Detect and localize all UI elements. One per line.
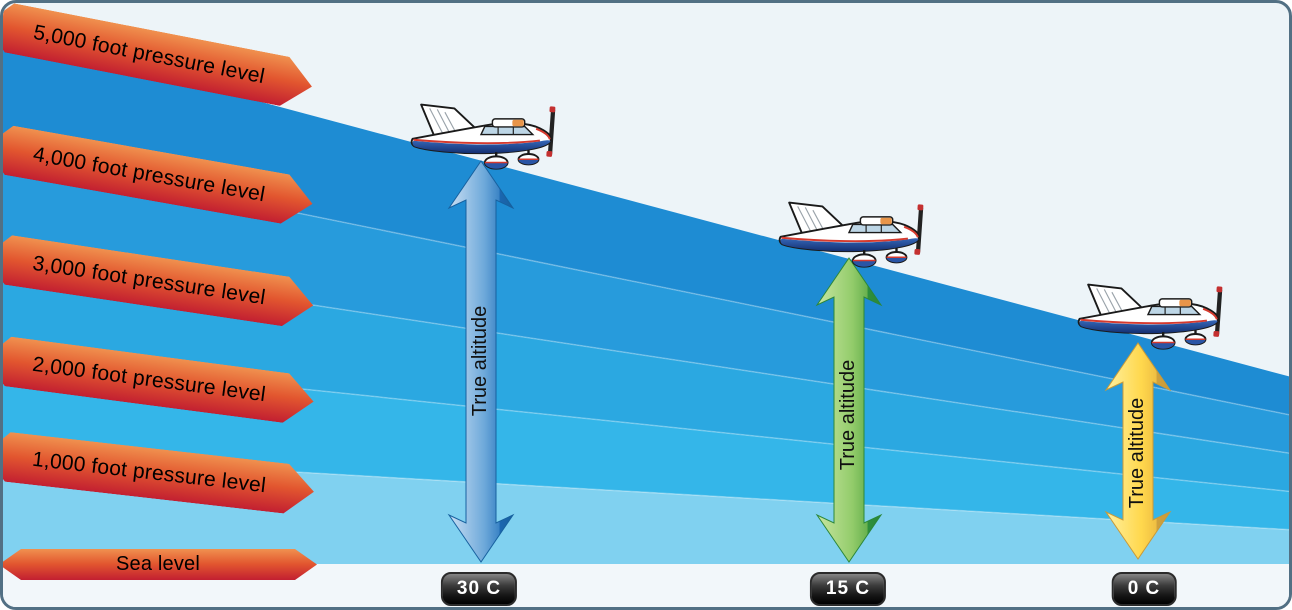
true-altitude-arrow-green xyxy=(815,257,883,563)
true-altitude-label-blue: True altitude xyxy=(469,305,491,417)
pressure-band-1000 xyxy=(3,455,1289,564)
diagram-canvas xyxy=(3,33,1289,607)
true-altitude-arrow-blue xyxy=(447,160,515,563)
true-altitude-arrows xyxy=(447,160,1172,563)
pressure-band-4000 xyxy=(3,153,1289,454)
pressure-bands xyxy=(3,33,1289,564)
pressure-band-3000 xyxy=(3,258,1289,492)
true-altitude-arrow-yellow xyxy=(1104,342,1172,560)
true-altitude-label-yellow: True altitude xyxy=(1126,397,1148,509)
temperature-badge-15c: 15 C xyxy=(809,572,887,606)
pressure-band-2000 xyxy=(3,358,1289,530)
sea-level-banner: Sea level xyxy=(0,549,317,580)
banner-label: Sea level xyxy=(115,553,201,575)
temperature-badge-0c: 0 C xyxy=(1111,572,1177,606)
temperature-badge-30c: 30 C xyxy=(440,572,518,606)
true-altitude-label-green: True altitude xyxy=(837,359,859,471)
pressure-band-5000 xyxy=(3,33,1289,415)
